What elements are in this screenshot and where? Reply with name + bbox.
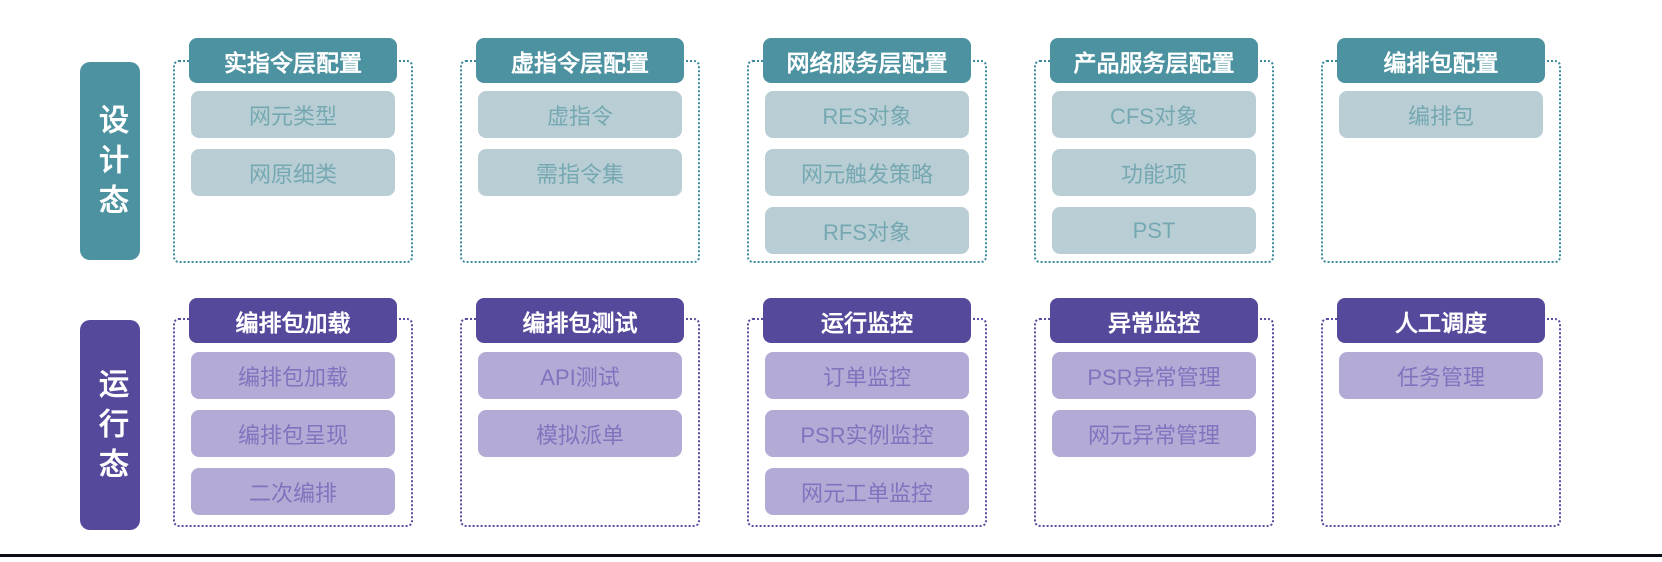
module-item: 任务管理 — [1339, 352, 1543, 399]
module-item: RFS对象 — [765, 207, 969, 254]
column-header: 人工调度 — [1337, 298, 1545, 343]
column-header: 实指令层配置 — [189, 38, 397, 83]
module-column-design-3: 网络服务层配置 RES对象网元触发策略 RFS对象 — [747, 38, 987, 263]
runtime-state-label: 运行态 — [80, 320, 140, 530]
column-header: 编排包配置 — [1337, 38, 1545, 83]
design-state-label: 设计态 — [80, 62, 140, 260]
module-column-runtime-3: 运行监控订单监控 PSR实例监控网元工单监控 — [747, 298, 987, 527]
module-column-design-2: 虚指令层配置虚指令需指令集 — [460, 38, 700, 263]
column-header: 异常监控 — [1050, 298, 1258, 343]
module-item: 编排包 — [1339, 91, 1543, 138]
module-item: 网原细类 — [191, 149, 395, 196]
column-header: 产品服务层配置 — [1050, 38, 1258, 83]
module-item: PSR实例监控 — [765, 410, 969, 457]
module-column-design-5: 编排包配置编排包 — [1321, 38, 1561, 263]
column-header: 编排包加载 — [189, 298, 397, 343]
column-header: 网络服务层配置 — [763, 38, 971, 83]
module-item: 模拟派单 — [478, 410, 682, 457]
column-header: 运行监控 — [763, 298, 971, 343]
module-item: 虚指令 — [478, 91, 682, 138]
module-item: 网元工单监控 — [765, 468, 969, 515]
module-item: RES对象 — [765, 91, 969, 138]
module-item: 订单监控 — [765, 352, 969, 399]
module-item: PST — [1052, 207, 1256, 254]
module-column-runtime-2: 编排包测试 API测试模拟派单 — [460, 298, 700, 527]
module-column-design-4: 产品服务层配置 CFS对象功能项 PST — [1034, 38, 1274, 263]
module-item: 需指令集 — [478, 149, 682, 196]
module-item: 网元异常管理 — [1052, 410, 1256, 457]
module-item: CFS对象 — [1052, 91, 1256, 138]
bottom-divider-line — [0, 554, 1662, 557]
module-item: API测试 — [478, 352, 682, 399]
module-item: 编排包呈现 — [191, 410, 395, 457]
module-item: 功能项 — [1052, 149, 1256, 196]
column-header: 编排包测试 — [476, 298, 684, 343]
module-column-runtime-1: 编排包加载编排包加载编排包呈现二次编排 — [173, 298, 413, 527]
module-item: 编排包加载 — [191, 352, 395, 399]
column-header: 虚指令层配置 — [476, 38, 684, 83]
module-column-runtime-5: 人工调度任务管理 — [1321, 298, 1561, 527]
module-column-design-1: 实指令层配置网元类型网原细类 — [173, 38, 413, 263]
module-item: 网元触发策略 — [765, 149, 969, 196]
module-column-runtime-4: 异常监控 PSR异常管理网元异常管理 — [1034, 298, 1274, 527]
module-item: PSR异常管理 — [1052, 352, 1256, 399]
module-item: 二次编排 — [191, 468, 395, 515]
module-item: 网元类型 — [191, 91, 395, 138]
